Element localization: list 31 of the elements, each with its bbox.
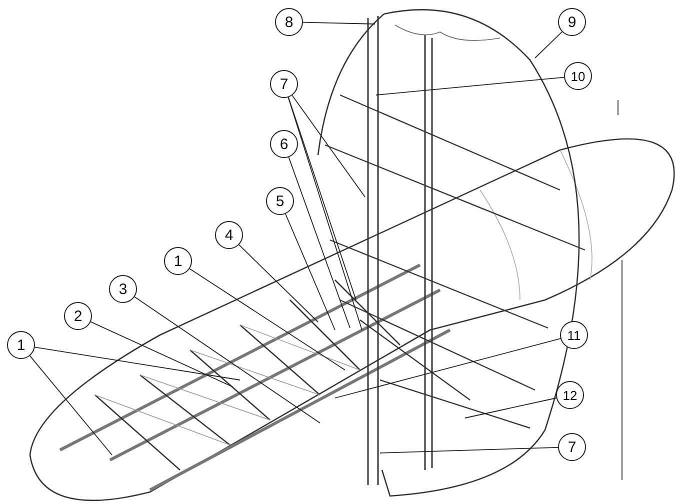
callout-number: 7 bbox=[270, 70, 298, 98]
leader-line bbox=[238, 244, 318, 322]
leader-line bbox=[134, 296, 320, 424]
callout-number: 1 bbox=[7, 331, 35, 359]
leader-line bbox=[534, 31, 562, 58]
leader-line bbox=[29, 355, 112, 456]
callout-number: 6 bbox=[270, 130, 298, 158]
callout-number: 5 bbox=[266, 187, 294, 215]
callout-number: 2 bbox=[64, 302, 92, 330]
callout-number: 4 bbox=[215, 221, 243, 249]
leader-line bbox=[189, 268, 346, 370]
callout-number: 7 bbox=[558, 433, 586, 461]
leader-line bbox=[285, 213, 336, 330]
callout-number: 1 bbox=[164, 247, 192, 275]
leader-line bbox=[90, 321, 234, 388]
leader-line bbox=[288, 96, 362, 330]
leader-line bbox=[34, 346, 240, 380]
callout-number: 11 bbox=[560, 321, 588, 349]
callout-number: 12 bbox=[556, 381, 584, 409]
leader-line bbox=[292, 94, 366, 198]
callout-number: 3 bbox=[109, 275, 137, 303]
leader-line bbox=[302, 22, 376, 24]
callout-number: 9 bbox=[558, 8, 586, 36]
leader-line bbox=[288, 156, 350, 328]
callout-number: 8 bbox=[275, 8, 303, 36]
leader-line bbox=[464, 398, 557, 418]
leader-line bbox=[334, 338, 561, 398]
callout-number: 10 bbox=[564, 62, 592, 90]
leader-line bbox=[376, 76, 565, 96]
leader-line bbox=[288, 96, 356, 300]
leader-line bbox=[380, 446, 558, 454]
